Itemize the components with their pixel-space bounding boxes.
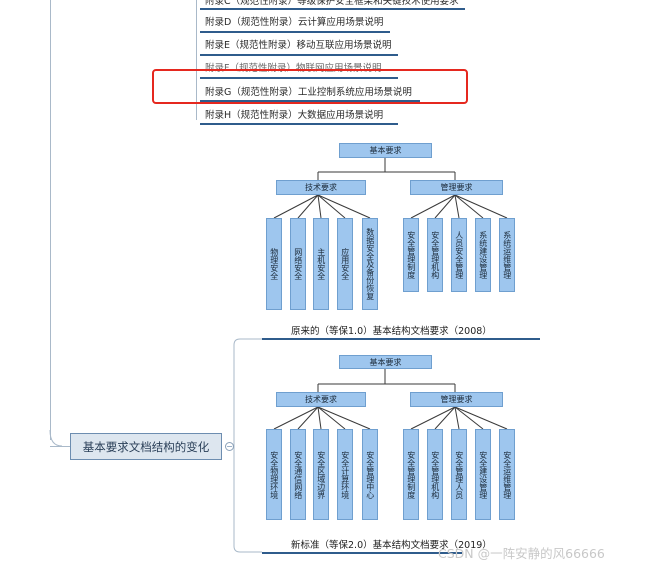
appendix-branch-line <box>196 0 197 120</box>
old-caption[interactable]: 原来的（等保1.0）基本结构文档要求（2008） <box>291 326 492 337</box>
old-root-node: 基本要求 <box>339 143 432 158</box>
appendix-underline <box>200 8 465 10</box>
highlight-box <box>152 69 468 104</box>
old-tech-item: 主机安全 <box>313 218 329 310</box>
watermark: CSDN @一阵安静的风66666 <box>438 546 605 561</box>
old-caption-underline <box>262 338 540 340</box>
new-tech-item: 安全计算环境 <box>337 429 353 520</box>
appendix-item-f[interactable]: 附录F（规范性附录）物联网应用场景说明 <box>205 63 382 74</box>
appendix-item-h[interactable]: 附录H（规范性附录）大数据应用场景说明 <box>205 110 384 121</box>
old-mgmt-item: 系统运维管理 <box>499 218 515 292</box>
mindmap-trunk <box>50 0 51 440</box>
old-tech-item: 物理安全 <box>266 218 282 310</box>
appendix-item-g[interactable]: 附录G（规范性附录）工业控制系统应用场景说明 <box>205 87 412 98</box>
appendix-underline <box>200 31 390 33</box>
old-mgmt-item: 安全管理制度 <box>403 218 419 292</box>
appendix-underline <box>200 54 398 56</box>
new-root-node: 基本要求 <box>339 355 432 369</box>
old-mgmt-item: 系统建设管理 <box>475 218 491 292</box>
new-mgmt-item: 安全管理机构 <box>427 429 443 520</box>
new-tech-node: 技术要求 <box>276 392 366 407</box>
new-tech-item: 安全通信网络 <box>290 429 306 520</box>
old-tech-item: 应用安全 <box>337 218 353 310</box>
new-tech-item: 安全管理中心 <box>362 429 378 520</box>
appendix-item-d[interactable]: 附录D（规范性附录）云计算应用场景说明 <box>205 17 384 28</box>
new-mgmt-node: 管理要求 <box>410 392 503 407</box>
appendix-underline <box>200 100 420 102</box>
new-tech-item: 安全区域边界 <box>313 429 329 520</box>
new-caption[interactable]: 新标准（等保2.0）基本结构文档要求（2019） <box>291 540 492 551</box>
collapse-toggle-icon[interactable]: − <box>225 442 234 451</box>
old-tech-item: 网络安全 <box>290 218 306 310</box>
old-mgmt-node: 管理要求 <box>410 180 503 195</box>
new-mgmt-item: 安全运维管理 <box>499 429 515 520</box>
appendix-underline <box>200 77 398 79</box>
old-mgmt-item: 人员安全管理 <box>451 218 467 292</box>
appendix-item-c[interactable]: 附录C（规范性附录）等级保护安全框架和关键技术使用要求 <box>205 0 459 7</box>
appendix-item-e[interactable]: 附录E（规范性附录）移动互联应用场景说明 <box>205 40 392 51</box>
old-mgmt-item: 安全管理机构 <box>427 218 443 292</box>
new-mgmt-item: 安全管理制度 <box>403 429 419 520</box>
mindmap-trunk-branch <box>50 446 70 447</box>
main-topic-node[interactable]: 基本要求文档结构的变化 <box>70 433 222 460</box>
old-tech-node: 技术要求 <box>276 180 366 195</box>
new-tech-item: 安全物理环境 <box>266 429 282 520</box>
old-tech-item: 数据安全及备份恢复 <box>362 218 378 310</box>
appendix-underline <box>200 123 398 125</box>
new-mgmt-item: 安全管理人员 <box>451 429 467 520</box>
new-caption-underline <box>262 552 462 554</box>
new-mgmt-item: 安全建设管理 <box>475 429 491 520</box>
